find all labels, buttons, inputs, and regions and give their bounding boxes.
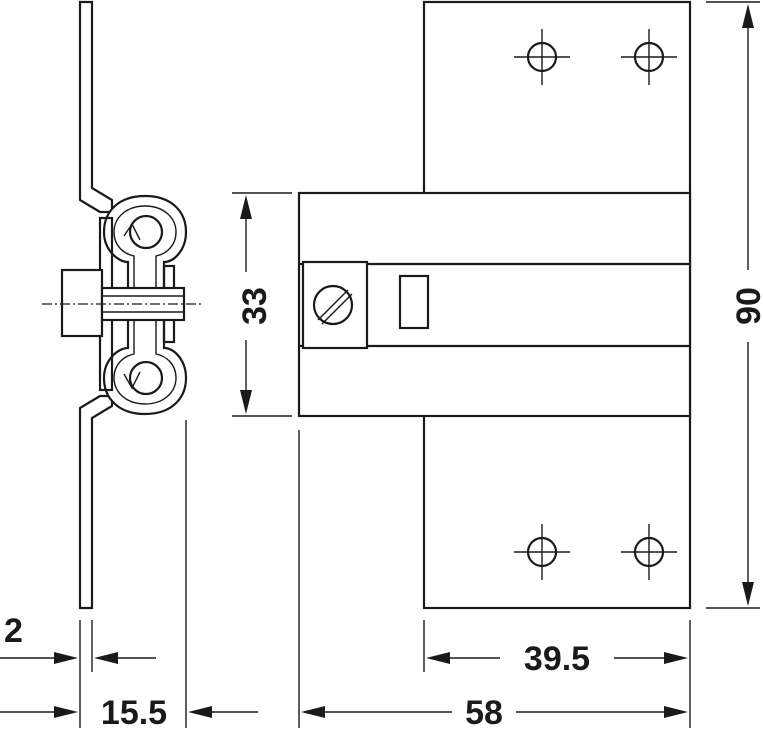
dim-depth-label: 15.5 [101, 694, 167, 730]
front-mounting-hole [621, 29, 677, 85]
dim-thickness-label: 2 [4, 612, 23, 650]
side-top-pin-notch [123, 222, 141, 241]
dim-thickness: 2 [0, 612, 156, 664]
front-slot [398, 274, 430, 330]
dim-total-height: 90 [706, 1, 763, 609]
dim-total-height-label: 90 [730, 287, 763, 325]
front-mounting-hole [621, 524, 677, 580]
dim-total-width-label: 58 [465, 694, 503, 730]
front-mounting-hole [514, 29, 570, 85]
dim-height-center-label: 33 [236, 287, 274, 325]
dim-total-width: 58 [301, 694, 688, 730]
side-bottom-pin-notch [123, 371, 141, 390]
front-mounting-hole [514, 524, 570, 580]
dim-plate-width-label: 39.5 [524, 640, 590, 678]
side-screw-head [60, 268, 104, 338]
dim-depth: 15.5 [0, 694, 258, 730]
front-view [297, 0, 692, 610]
dim-height-center: 33 [232, 192, 292, 417]
side-knuckle-inner [113, 205, 177, 405]
side-lower-leaf [78, 394, 114, 610]
side-top-pin [128, 214, 164, 250]
dim-plate-width: 39.5 [426, 640, 688, 678]
side-view [42, 0, 202, 610]
side-upper-leaf [78, 0, 114, 214]
side-bottom-pin [128, 360, 164, 396]
